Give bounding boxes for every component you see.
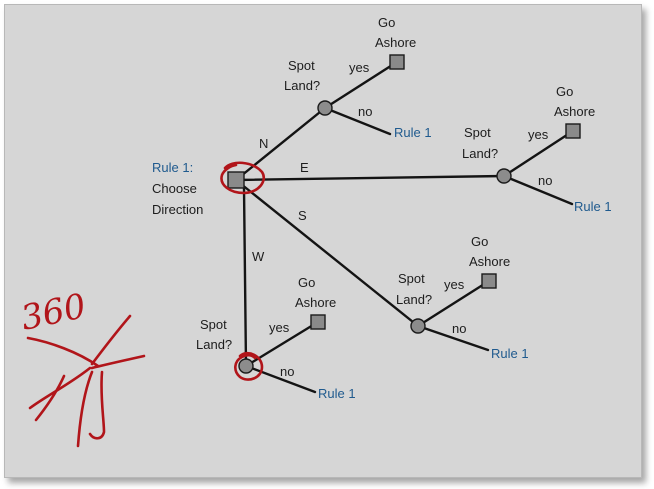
- yes-label-north: yes: [349, 60, 370, 75]
- direction-e-label: E: [300, 160, 309, 175]
- question-south-line2: Land?: [396, 292, 432, 307]
- outcome-south-line2: Ashore: [469, 254, 510, 269]
- question-south-line1: Spot: [398, 271, 425, 286]
- question-west-line2: Land?: [196, 337, 232, 352]
- direction-s-label: S: [298, 208, 307, 223]
- no-label-east: no: [538, 173, 552, 188]
- root-label-line3: Direction: [152, 202, 203, 217]
- outcome-south-line1: Go: [471, 234, 488, 249]
- root-label-line1: Rule 1:: [152, 160, 193, 175]
- root-label: Rule 1: Choose Direction: [152, 160, 203, 217]
- tree-edges: [234, 60, 575, 394]
- direction-n-label: N: [259, 136, 268, 151]
- outcome-north-line1: Go: [378, 15, 395, 30]
- no-label-south: no: [452, 321, 466, 336]
- edge-south: [234, 178, 420, 328]
- yes-label-west: yes: [269, 320, 290, 335]
- root-decision-node: [227, 171, 245, 189]
- edge-east-no: [502, 174, 574, 206]
- slide-background: [4, 4, 642, 478]
- question-east-line2: Land?: [462, 146, 498, 161]
- branch-east: Spot Land? yes no Go Ashore Rule 1: [462, 84, 612, 214]
- outcome-west-line1: Go: [298, 275, 315, 290]
- branch-west: Spot Land? yes no Go Ashore Rule 1: [196, 275, 356, 401]
- edge-south-yes: [416, 279, 491, 328]
- sketch-stroke-5: [34, 374, 66, 422]
- sketch-stroke-3: [90, 354, 146, 370]
- edge-north-yes: [323, 60, 399, 110]
- outcome-east-line1: Go: [556, 84, 573, 99]
- sketch-stroke-2: [90, 314, 132, 366]
- edge-east: [234, 174, 506, 182]
- chance-node-east: [496, 168, 512, 184]
- edge-north: [234, 106, 327, 182]
- branch-south: Spot Land? yes no Go Ashore Rule 1: [396, 234, 529, 361]
- outcome-node-north: [389, 54, 405, 70]
- question-north-line2: Land?: [284, 78, 320, 93]
- root-circle-annotation: [220, 161, 265, 195]
- branch-north: Spot Land? yes no Go Ashore Rule 1: [284, 15, 432, 140]
- tree-nodes: [227, 54, 581, 374]
- edge-east-yes: [502, 129, 575, 178]
- yes-label-east: yes: [528, 127, 549, 142]
- west-node-circle-annotation: [234, 351, 264, 381]
- chance-node-west: [238, 358, 254, 374]
- outcome-node-east: [565, 123, 581, 139]
- rule-link-south[interactable]: Rule 1: [491, 346, 529, 361]
- handwritten-annotations: 360: [18, 161, 265, 448]
- outcome-node-south: [481, 273, 497, 289]
- edge-west: [242, 186, 248, 368]
- sketch-stroke-4: [28, 366, 92, 410]
- rule-link-north[interactable]: Rule 1: [394, 125, 432, 140]
- question-north-line1: Spot: [288, 58, 315, 73]
- yes-label-south: yes: [444, 277, 465, 292]
- direction-labels: N E S W: [252, 136, 309, 264]
- outcome-node-west: [310, 314, 326, 330]
- question-west-line1: Spot: [200, 317, 227, 332]
- no-label-north: no: [358, 104, 372, 119]
- outcome-east-line2: Ashore: [554, 104, 595, 119]
- rule-link-west[interactable]: Rule 1: [318, 386, 356, 401]
- chance-node-south: [410, 318, 426, 334]
- chance-node-north: [317, 100, 333, 116]
- sketch-stroke-1: [26, 336, 100, 368]
- edge-west-no: [244, 364, 317, 394]
- root-label-line2: Choose: [152, 181, 197, 196]
- edge-north-no: [323, 106, 392, 136]
- no-label-west: no: [280, 364, 294, 379]
- sketch-stroke-6: [76, 370, 94, 448]
- direction-w-label: W: [252, 249, 265, 264]
- rule-link-east[interactable]: Rule 1: [574, 199, 612, 214]
- sketch-stroke-7: [88, 370, 106, 440]
- annotation-360: 360: [18, 286, 90, 339]
- outcome-north-line2: Ashore: [375, 35, 416, 50]
- edge-south-no: [416, 324, 490, 352]
- question-east-line1: Spot: [464, 125, 491, 140]
- outcome-west-line2: Ashore: [295, 295, 336, 310]
